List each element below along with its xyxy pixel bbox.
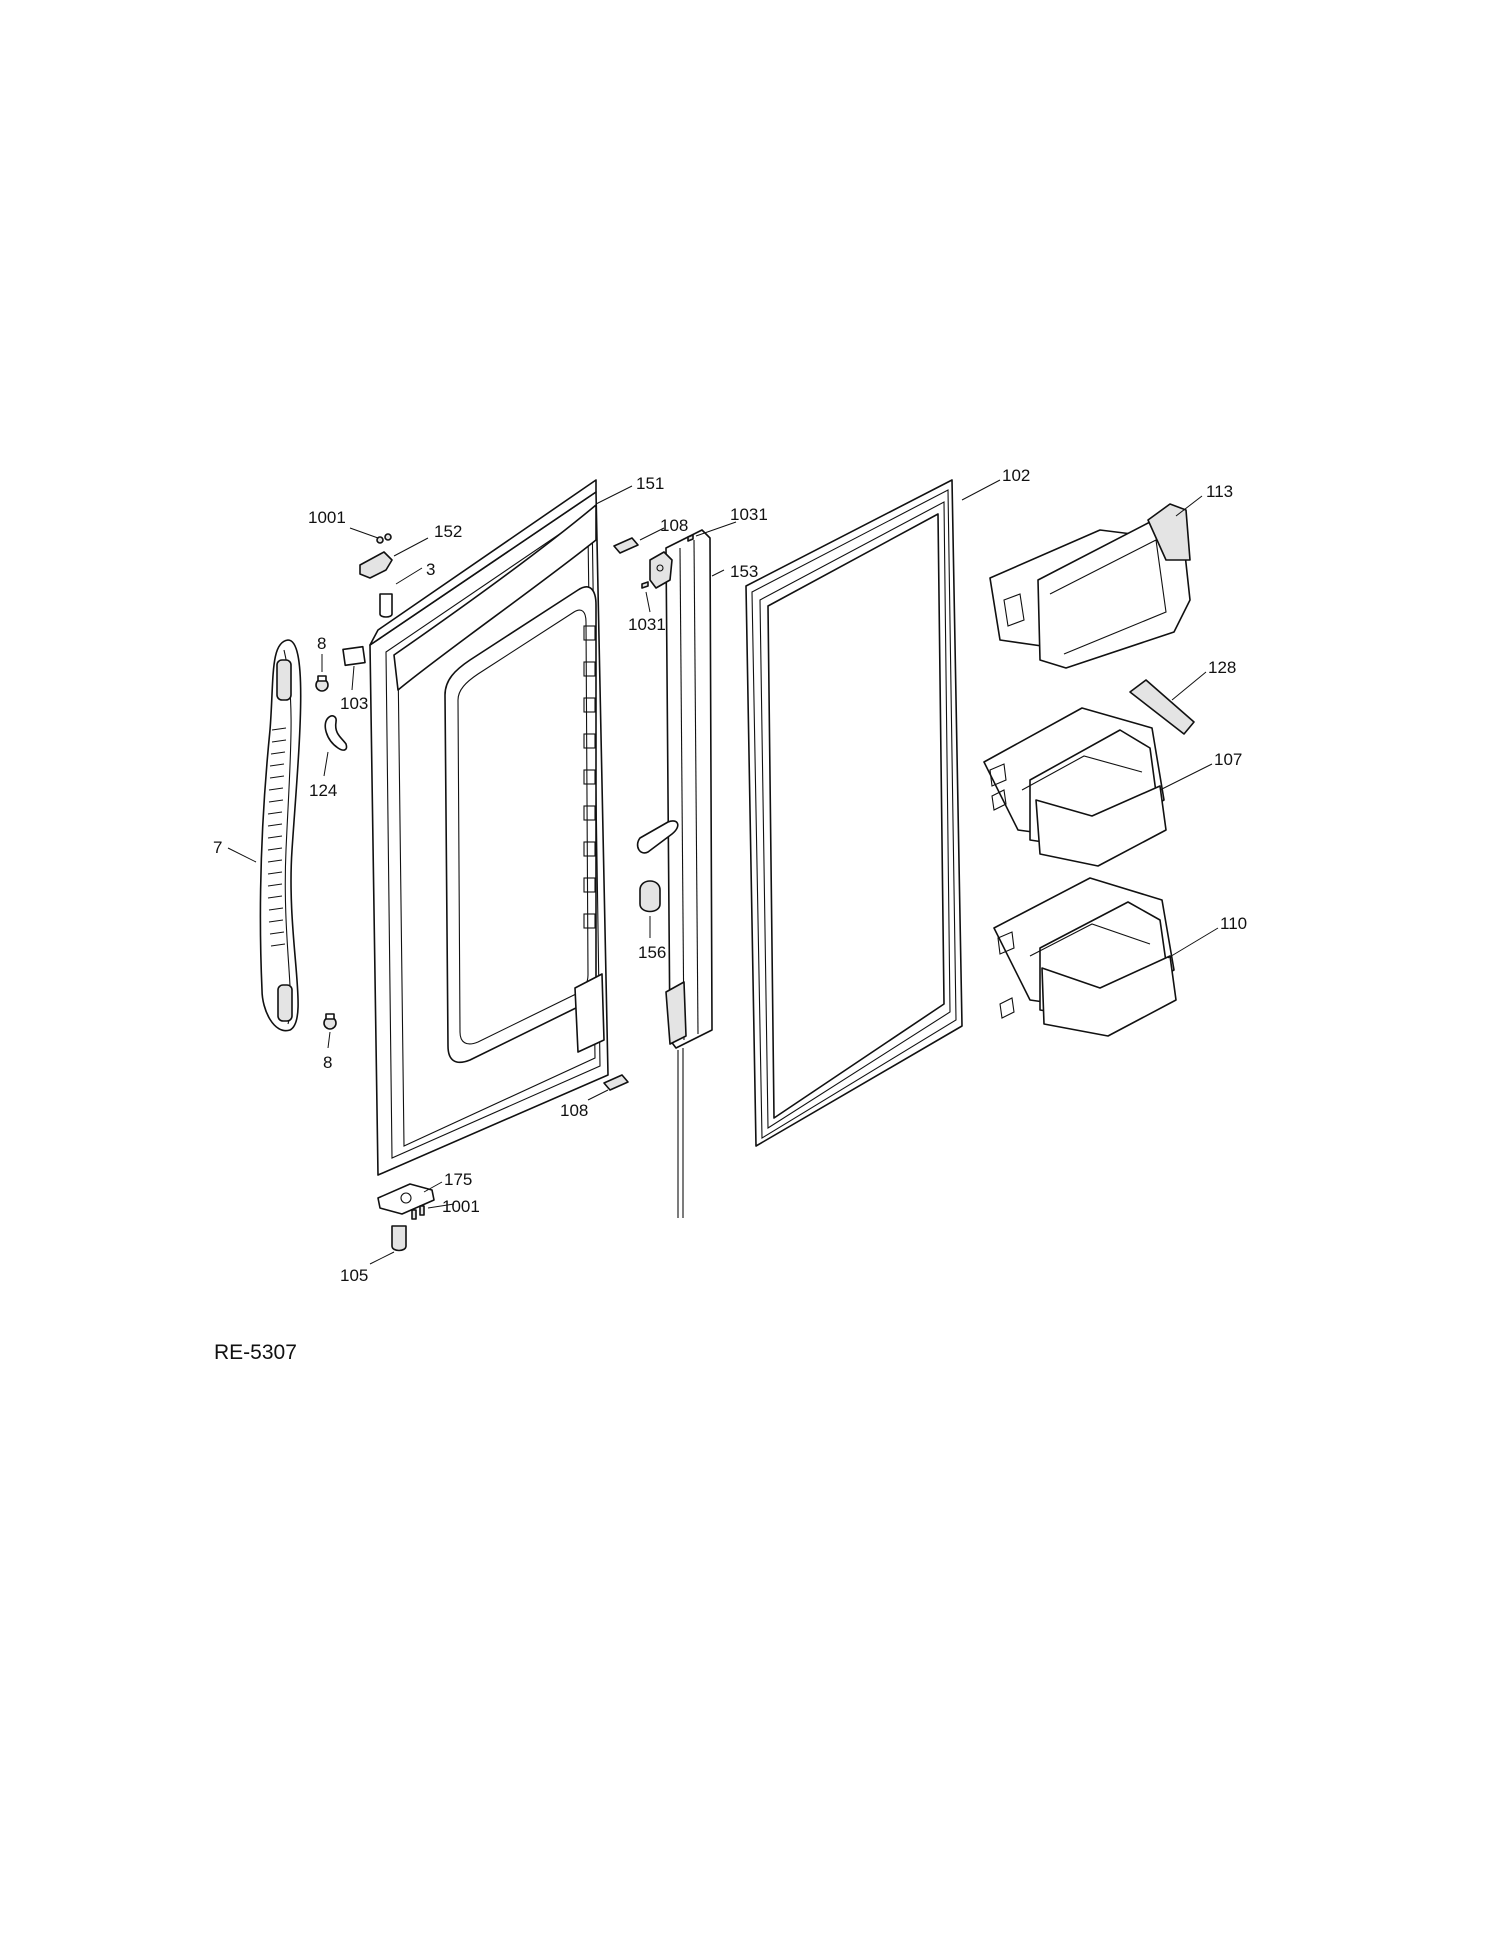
callout-113: 113	[1206, 482, 1233, 501]
callout-153: 153	[730, 562, 758, 581]
door-stop-bottom	[603, 1074, 629, 1091]
callout-156: 156	[638, 943, 666, 962]
door-gasket	[745, 479, 963, 1147]
callout-151: 151	[636, 474, 664, 493]
callout-102: 102	[1002, 466, 1030, 485]
leader-lines	[227, 479, 1219, 1265]
callout-1001-top: 1001	[308, 508, 346, 527]
callout-124: 124	[309, 781, 337, 800]
door-bin-107	[983, 707, 1167, 867]
door-clip	[324, 715, 348, 751]
callout-8-bottom: 8	[323, 1053, 332, 1072]
callout-1031-mid: 1031	[628, 615, 666, 634]
flipper-screw-top	[687, 534, 694, 542]
hinge-screws-top	[376, 533, 392, 544]
callout-105: 105	[340, 1266, 368, 1285]
hinge-screws-bottom	[411, 1205, 425, 1220]
callout-1001-bottom: 1001	[442, 1197, 480, 1216]
callout-110: 110	[1220, 914, 1247, 933]
flipper-screw-mid	[641, 581, 649, 589]
callout-128: 128	[1208, 658, 1236, 677]
callout-3: 3	[426, 560, 435, 579]
mullion-flipper	[636, 529, 713, 1218]
callout-108-bottom: 108	[560, 1101, 588, 1120]
handle-screw-bottom	[323, 1013, 337, 1030]
hinge-cover-top	[359, 551, 393, 579]
handle-screw-top	[315, 675, 329, 692]
callout-labels: 1001 152 3 151 108 1031 153 1031 102 113…	[213, 466, 1247, 1285]
callout-103: 103	[340, 694, 368, 713]
bin-divider-128	[1129, 679, 1195, 735]
hinge-plate-bottom	[377, 1183, 435, 1215]
hinge-pin-bottom	[391, 1225, 407, 1252]
door-handle	[259, 639, 302, 1032]
drawing-code: RE-5307	[214, 1341, 297, 1364]
door-bin-110	[993, 877, 1177, 1037]
callout-175: 175	[444, 1170, 472, 1189]
callout-107: 107	[1214, 750, 1242, 769]
door-bin-113	[989, 503, 1191, 669]
callout-8-top: 8	[317, 634, 326, 653]
door-stop-top	[613, 537, 639, 554]
callout-7: 7	[213, 838, 222, 857]
callout-1031-top: 1031	[730, 505, 768, 524]
door-body	[369, 479, 609, 1176]
hinge-pin-bushing	[379, 593, 393, 618]
flipper-guide-button	[639, 880, 661, 913]
door-label	[342, 645, 366, 667]
callout-108-top: 108	[660, 516, 688, 535]
callout-152: 152	[434, 522, 462, 541]
